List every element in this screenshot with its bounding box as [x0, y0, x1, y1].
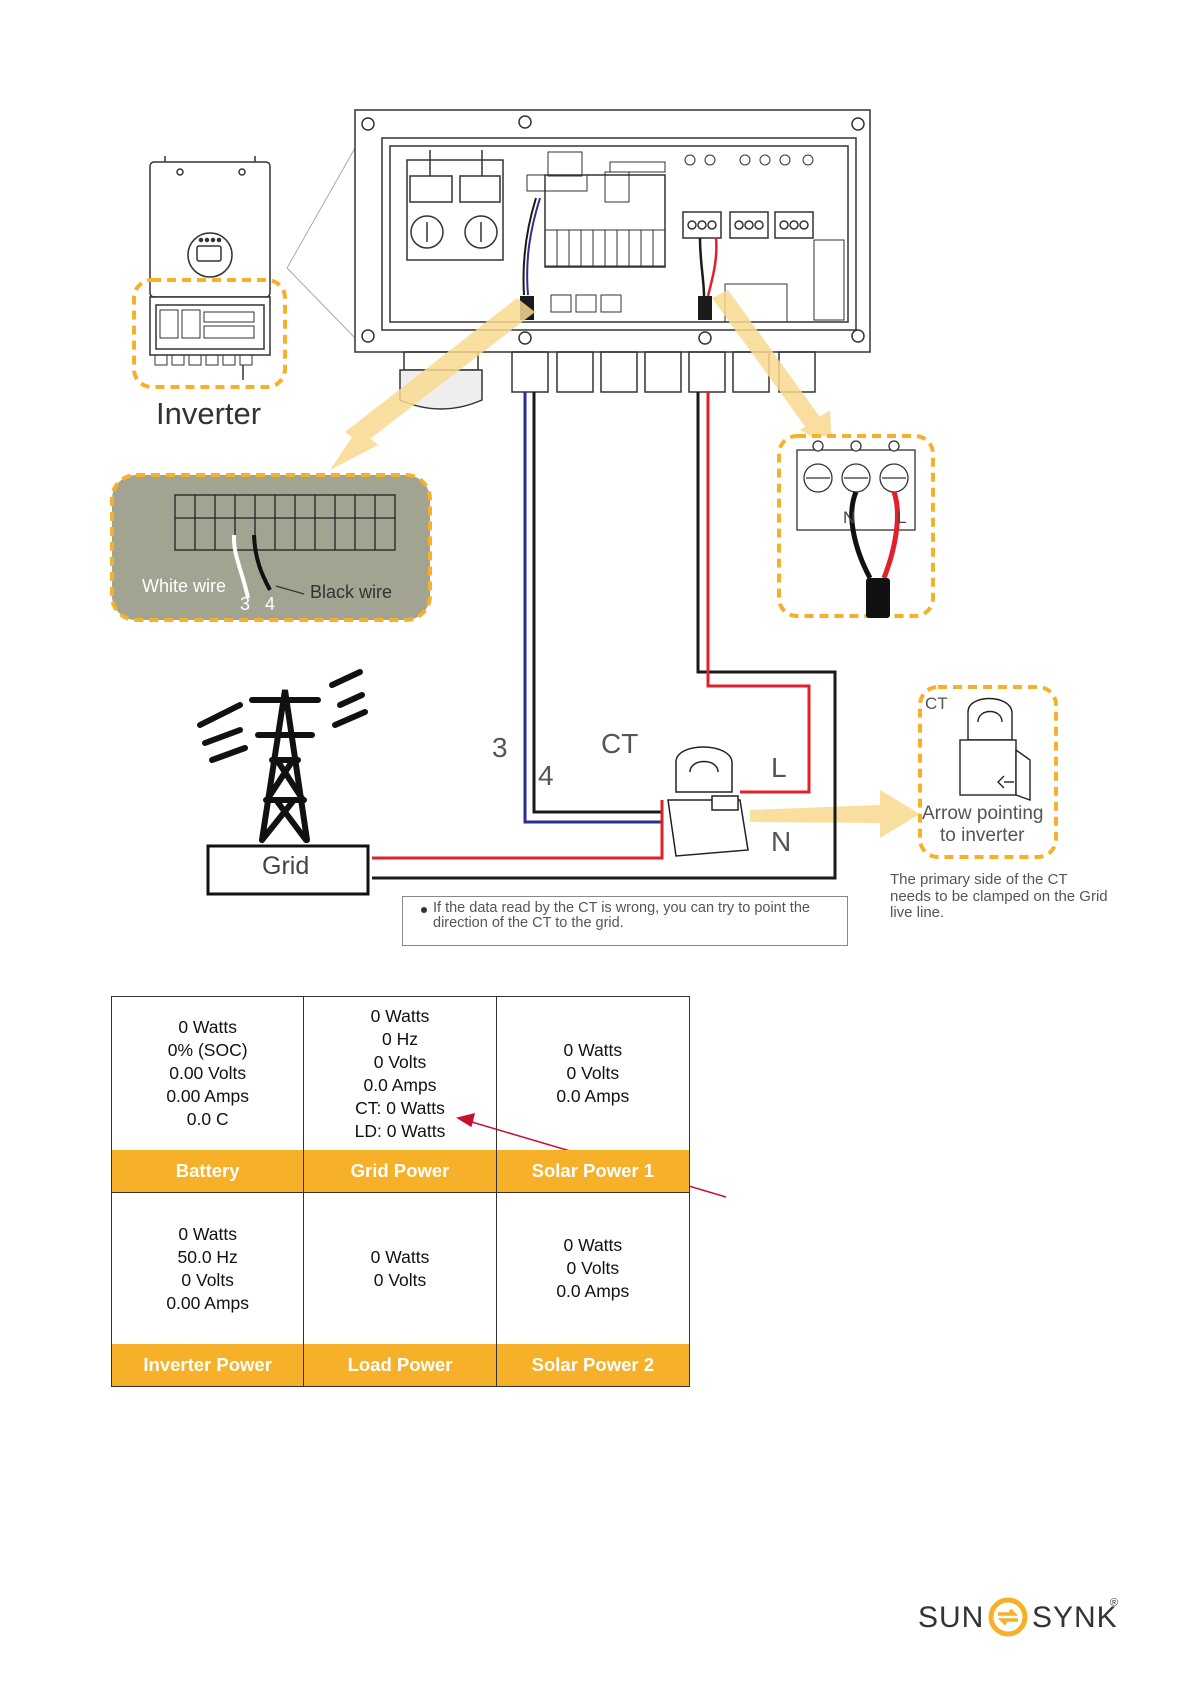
inverter-label: Inverter: [156, 396, 262, 431]
status-value: 0.0 Amps: [363, 1074, 437, 1095]
wire-4-label: 4: [538, 760, 554, 791]
status-value: 0 Watts: [563, 1235, 623, 1255]
status-title: Inverter Power: [112, 1344, 304, 1386]
neutral-label: N: [771, 826, 792, 857]
white-wire-label: White wire: [142, 576, 227, 596]
ct-note-box: If the data read by the CT is wrong, you…: [402, 896, 848, 946]
inverter-overview: [149, 156, 271, 380]
status-value: 0 Watts: [563, 1040, 623, 1060]
status-value: 0% (SOC): [167, 1040, 248, 1060]
status-value: 0.0 Amps: [556, 1086, 630, 1106]
status-value: 0 Volts: [566, 1063, 620, 1083]
status-value: CT: 0 Watts: [355, 1097, 445, 1118]
callout-arrows: [330, 290, 920, 838]
ct-detail-title: CT: [925, 694, 948, 713]
n-detail-label: N: [843, 508, 856, 527]
wire-3-label: 3: [492, 732, 508, 763]
ct-detail: [918, 685, 1058, 859]
status-value: 0 Volts: [373, 1051, 427, 1072]
nl-terminal-detail: [777, 434, 935, 618]
status-value: 0.0 C: [186, 1109, 229, 1129]
status-values: 0 Watts 0% (SOC) 0.00 Volts 0.00 Amps 0.0 C: [112, 997, 303, 1150]
status-title: Load Power: [304, 1344, 496, 1386]
logo-synk-text: SYNK: [1032, 1601, 1118, 1634]
status-value: 0 Hz: [382, 1028, 418, 1049]
status-value: 0.00 Amps: [166, 1292, 250, 1313]
status-value: LD: 0 Watts: [354, 1120, 446, 1141]
status-table: 0 Watts 0% (SOC) 0.00 Volts 0.00 Amps 0.0 C B…: [111, 996, 690, 1387]
l-detail-label: L: [897, 508, 907, 527]
pin-4-detail-label: 4: [265, 594, 276, 614]
zoom-lines: [286, 147, 356, 339]
status-value: 0.00 Volts: [169, 1063, 247, 1083]
status-value: 0 Volts: [373, 1269, 427, 1290]
status-value: 0.00 Amps: [166, 1086, 250, 1106]
status-title: Solar Power 1: [496, 1150, 689, 1192]
status-value: 0 Watts: [370, 1246, 430, 1267]
grid-tower-icon: [197, 669, 368, 843]
status-value: 50.0 Hz: [177, 1246, 238, 1267]
comm-terminal-detail: [110, 473, 432, 622]
status-value: 0 Volts: [566, 1258, 620, 1278]
logo-mark-icon: [988, 1597, 1028, 1637]
status-title: Solar Power 2: [496, 1344, 689, 1386]
status-values: 0 Watts 0 Volts 0.0 Amps: [497, 997, 689, 1150]
status-value: 0 Volts: [181, 1269, 234, 1290]
status-value: 0 Watts: [178, 1017, 237, 1037]
bullet-dot: [421, 907, 427, 913]
ct-clamp: [667, 746, 749, 857]
ct-label: CT: [601, 728, 639, 759]
live-label: L: [771, 752, 787, 783]
logo-registered-mark: ®: [1110, 1597, 1119, 1609]
status-title: Grid Power: [304, 1150, 496, 1192]
status-value: 0 Watts: [178, 1223, 237, 1244]
arrow-pointing-label: Arrow pointing: [922, 803, 1044, 824]
black-wire-label: Black wire: [310, 582, 393, 602]
status-value: 0 Watts: [370, 1005, 430, 1026]
status-title: Battery: [112, 1150, 304, 1192]
grid-label: Grid: [262, 852, 310, 880]
ct-caption: The primary side of the CT needs to be c…: [890, 871, 1108, 921]
status-values: 0 Watts 0 Volts 0.0 Amps: [497, 1193, 689, 1344]
logo-sun-text: SUN: [918, 1601, 985, 1634]
status-cell: 0 Watts 0% (SOC) 0.00 Volts 0.00 Amps 0.0 C B…: [112, 997, 305, 1193]
sunsynk-logo: SUN SYNK ®: [918, 1595, 1118, 1639]
status-value: 0.0 Amps: [556, 1281, 630, 1301]
pin-3-detail-label: 3: [240, 594, 251, 614]
grid-box: [206, 844, 370, 896]
inverter-highlight: [132, 278, 287, 389]
main-wires: [372, 392, 837, 880]
ct-note-text: If the data read by the CT is wrong, you…: [433, 900, 810, 931]
to-inverter-label: to inverter: [940, 825, 1025, 846]
